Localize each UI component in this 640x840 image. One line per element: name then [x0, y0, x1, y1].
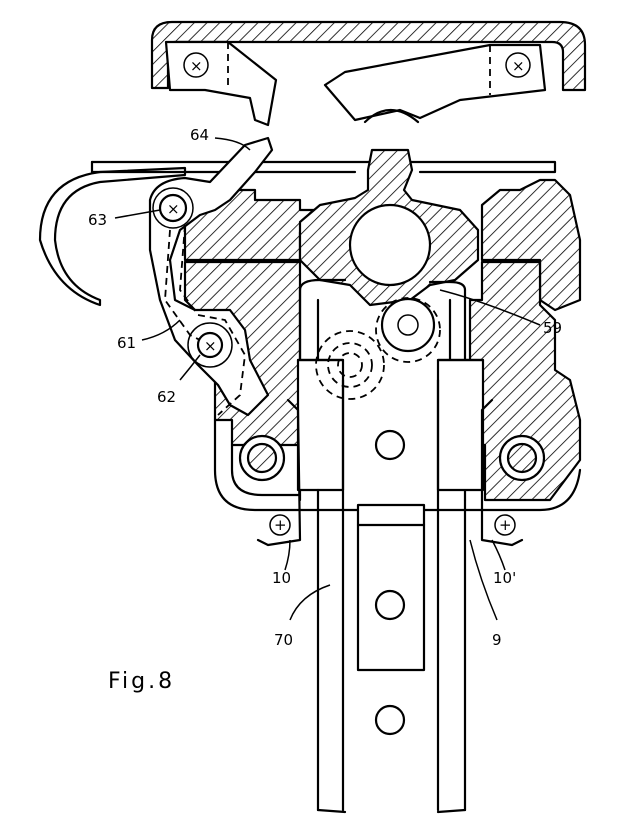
label-62: 62	[157, 388, 176, 406]
svg-text:×: ×	[204, 337, 217, 355]
svg-text:+: +	[274, 516, 287, 534]
svg-text:×: ×	[512, 57, 525, 75]
pin-circles	[315, 297, 441, 400]
label-59: 59	[543, 319, 562, 337]
svg-text:+: +	[499, 516, 512, 534]
svg-text:×: ×	[190, 57, 203, 75]
figure-caption: Fig.8	[108, 669, 175, 694]
label-64: 64	[190, 126, 209, 144]
label-61: 61	[117, 334, 136, 352]
label-70: 70	[274, 631, 293, 649]
label-10-prime: 10'	[493, 569, 516, 587]
label-63: 63	[88, 211, 107, 229]
leader-lines	[114, 137, 541, 621]
springs: + +	[256, 398, 524, 547]
hatched-pins	[238, 434, 546, 482]
label-10: 10	[272, 569, 291, 587]
lever-61: × ×	[38, 136, 274, 417]
label-9: 9	[492, 631, 502, 649]
top-cover: × ×	[150, 20, 587, 127]
slider-70	[316, 378, 467, 814]
svg-text:×: ×	[167, 200, 180, 218]
